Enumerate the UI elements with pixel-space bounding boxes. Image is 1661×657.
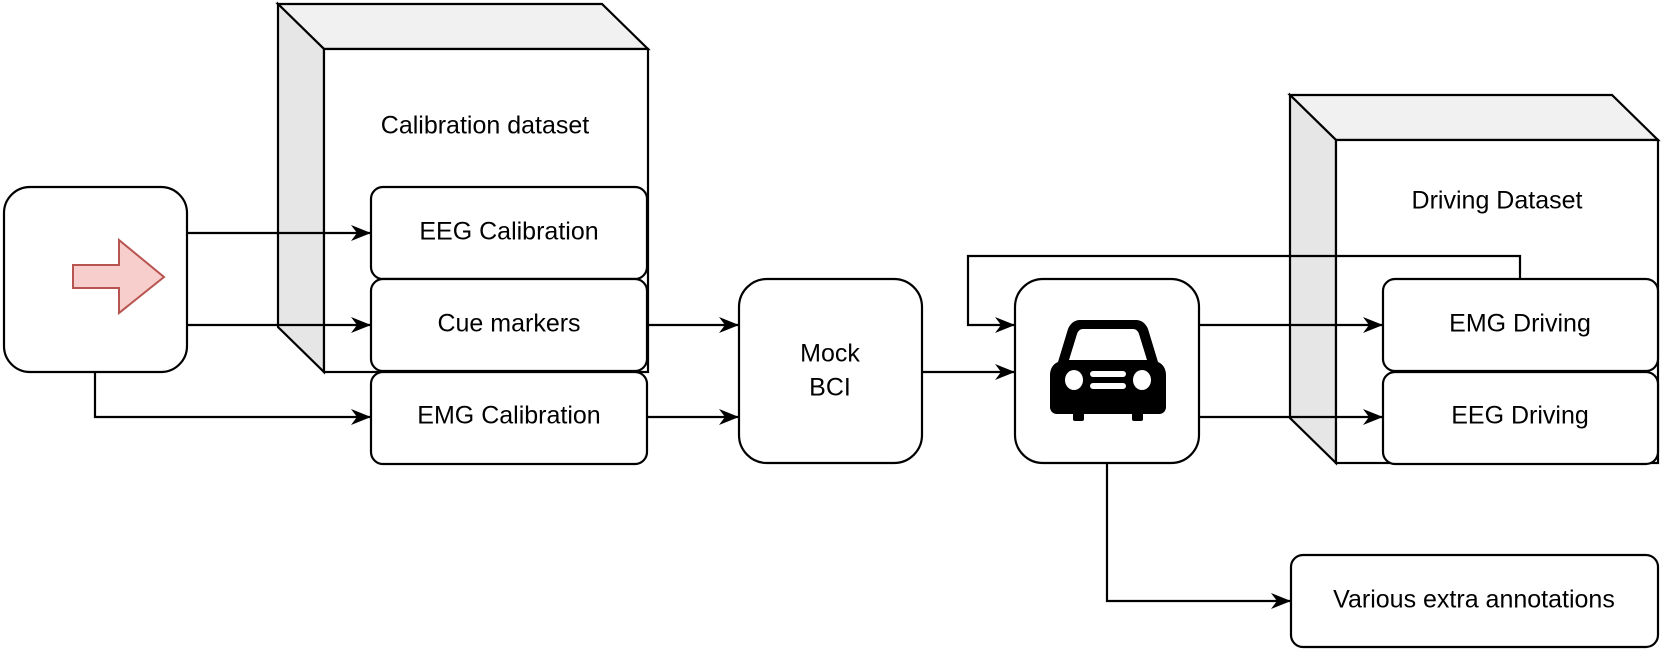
emg-driving-label: EMG Driving — [1449, 310, 1591, 338]
emg-driving-node: EMG Driving — [1381, 277, 1660, 373]
edges — [93, 225, 1522, 609]
annotations-label: Various extra annotations — [1333, 586, 1615, 614]
edge-source-to-emg-calibration — [93, 372, 371, 425]
eeg-driving-label: EEG Driving — [1451, 402, 1589, 430]
eeg-calibration-node: EEG Calibration — [369, 185, 649, 281]
mock-bci-label-line2: BCI — [809, 374, 851, 402]
source-node — [2, 185, 189, 374]
annotations-node: Various extra annotations — [1289, 553, 1660, 649]
mock-bci-label-line1: Mock — [800, 340, 860, 368]
calibration-dataset-title: Calibration dataset — [381, 112, 590, 140]
arrow-right-icon — [72, 237, 166, 316]
cue-markers-node: Cue markers — [369, 277, 649, 373]
emg-calibration-label: EMG Calibration — [417, 402, 600, 430]
cue-markers-label: Cue markers — [437, 310, 580, 338]
eeg-calibration-label: EEG Calibration — [419, 218, 598, 246]
emg-calibration-node: EMG Calibration — [369, 370, 649, 466]
edge-car-to-annotations — [1105, 463, 1291, 609]
driving-dataset-title: Driving Dataset — [1412, 187, 1583, 215]
mock-bci-node: Mock BCI — [737, 277, 924, 465]
car-node — [1013, 277, 1201, 465]
car-icon — [1050, 320, 1166, 421]
eeg-driving-node: EEG Driving — [1381, 370, 1660, 466]
edge-feedback-to-car — [966, 254, 1522, 333]
